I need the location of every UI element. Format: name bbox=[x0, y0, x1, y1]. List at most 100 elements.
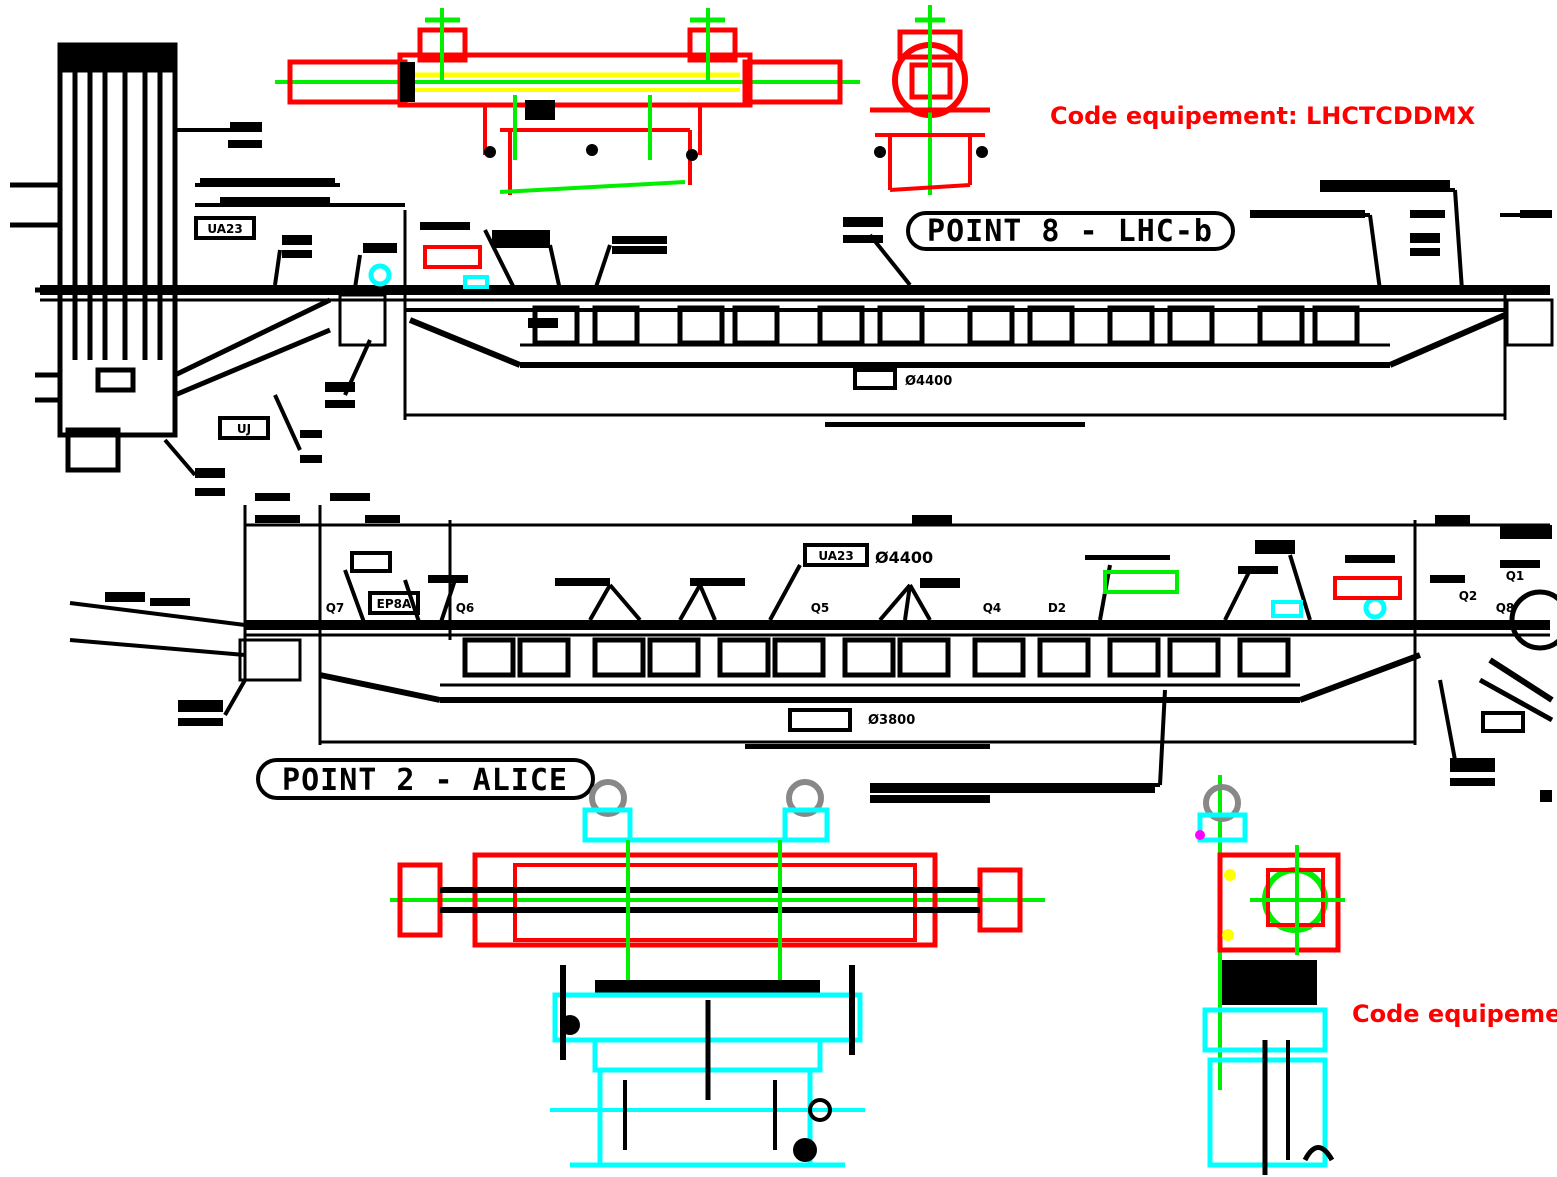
callout-tag-block bbox=[1238, 566, 1278, 574]
callout-tag-block bbox=[1345, 555, 1395, 563]
callout-tag-block bbox=[1410, 248, 1440, 256]
tunnel-segment bbox=[592, 637, 646, 678]
tag-q5: Q5 bbox=[811, 601, 830, 615]
tunnel-segment bbox=[1167, 637, 1221, 678]
tunnel-segment bbox=[1107, 637, 1161, 678]
point8-badge: POINT 8 - LHC-b bbox=[906, 211, 1235, 251]
callout-tag-block bbox=[1255, 540, 1295, 554]
tunnel-segment bbox=[967, 305, 1015, 346]
callout-tag-block bbox=[492, 240, 550, 248]
callout-tag-block bbox=[330, 493, 370, 501]
tunnel-segment bbox=[1312, 305, 1360, 346]
tunnel-supports-point2 bbox=[462, 637, 1291, 678]
tunnel-segment bbox=[462, 637, 516, 678]
tag-ua23b: UA23 bbox=[818, 549, 853, 563]
tunnel-supports-point8 bbox=[532, 305, 1360, 346]
point2-label: POINT 2 - ALICE bbox=[282, 763, 568, 798]
equipment-code-top: Code equipement: LHCTCDDMX bbox=[1050, 102, 1476, 130]
tunnel-segment bbox=[972, 637, 1026, 678]
callout-tag-block bbox=[325, 382, 355, 392]
tunnel-segment bbox=[647, 637, 701, 678]
callout-tag-block bbox=[1320, 180, 1450, 188]
callout-tag-block bbox=[528, 318, 558, 328]
callout-tag-block bbox=[492, 230, 550, 240]
callout-tag-block bbox=[843, 217, 883, 227]
callout-tag-block bbox=[428, 575, 468, 583]
callout-tags bbox=[105, 122, 1552, 803]
collimator-bottom-elevation bbox=[390, 779, 1045, 1168]
callout-tag-block bbox=[282, 235, 312, 245]
callout-tag-block bbox=[195, 468, 225, 478]
callout-tag-block bbox=[363, 243, 397, 253]
callout-tag-block bbox=[1450, 758, 1495, 772]
callout-tag-block bbox=[843, 235, 883, 243]
callout-tag-block bbox=[178, 718, 223, 726]
tag-q2: Q2 bbox=[1459, 589, 1478, 603]
tunnel-segment bbox=[772, 637, 826, 678]
tunnel-segment bbox=[1167, 305, 1215, 346]
tag-q6: Q6 bbox=[456, 601, 475, 615]
tunnel-segment bbox=[1027, 305, 1075, 346]
boxed-tags bbox=[194, 216, 1525, 733]
callout-tag-block bbox=[690, 578, 745, 586]
callout-tag-block bbox=[1430, 575, 1465, 583]
tunnel-segment bbox=[877, 305, 925, 346]
callout-tag-block bbox=[1540, 790, 1552, 802]
callout-tag-block bbox=[365, 515, 400, 523]
callout-tag-block bbox=[1435, 515, 1470, 525]
tunnel-section-point8 bbox=[40, 210, 1554, 420]
callout-tag-block bbox=[255, 515, 300, 523]
callout-tag-block bbox=[1410, 210, 1445, 218]
callout-tag-block bbox=[1085, 555, 1170, 560]
point8-label: POINT 8 - LHC-b bbox=[927, 214, 1213, 249]
callout-tag-block bbox=[912, 515, 952, 525]
callout-tag-block bbox=[1520, 210, 1552, 218]
callout-tag-block bbox=[1250, 210, 1365, 218]
tunnel-segment bbox=[897, 637, 951, 678]
tunnel-segment bbox=[592, 305, 640, 346]
callout-tag-block bbox=[255, 493, 290, 501]
callout-tag-block bbox=[220, 197, 330, 205]
callout-tag-block bbox=[178, 700, 223, 712]
tag-d2: D2 bbox=[1048, 601, 1066, 615]
diameter-bottom: Ø3800 bbox=[868, 713, 915, 728]
callout-tag-block bbox=[1450, 778, 1495, 786]
tag-ua23: UA23 bbox=[207, 222, 242, 236]
tunnel-segment bbox=[517, 637, 571, 678]
callout-tag-block bbox=[1500, 525, 1552, 539]
tunnel-segment bbox=[817, 305, 865, 346]
shaft-structure-left bbox=[10, 42, 178, 473]
point-markers bbox=[368, 245, 1402, 620]
callout-tag-block bbox=[745, 744, 990, 749]
callout-tag-block bbox=[300, 455, 322, 463]
tag-uj: UJ bbox=[237, 422, 251, 436]
tunnel-segment bbox=[717, 637, 771, 678]
tunnel-segment bbox=[1237, 637, 1291, 678]
callout-tag-block bbox=[300, 430, 322, 438]
callout-tag-block bbox=[200, 178, 335, 186]
tag-q8: Q8 bbox=[1496, 601, 1515, 615]
tunnel-segment bbox=[842, 637, 896, 678]
tag-q1: Q1 bbox=[1506, 569, 1525, 583]
callout-tag-block bbox=[555, 578, 610, 586]
callout-tag-block bbox=[1500, 560, 1540, 568]
callout-tag-block bbox=[612, 236, 667, 244]
callout-tag-block bbox=[1410, 233, 1440, 243]
callout-tag-block bbox=[825, 422, 1085, 427]
callout-tag-block bbox=[612, 246, 667, 254]
tunnel-section-point2 bbox=[69, 505, 1557, 745]
tunnel-segment bbox=[1037, 637, 1091, 678]
callout-tag-block bbox=[420, 222, 470, 230]
collimator-top-plan bbox=[275, 8, 860, 195]
callout-tag-block bbox=[325, 400, 355, 408]
callout-tag-block bbox=[920, 578, 960, 588]
equipment-code-bottom: Code equipemen bbox=[1352, 1000, 1557, 1028]
tag-ep8a: EP8A bbox=[377, 597, 412, 611]
tunnel-segment bbox=[1107, 305, 1155, 346]
callout-tag-block bbox=[105, 592, 145, 602]
tag-q7: Q7 bbox=[326, 601, 345, 615]
tunnel-segment bbox=[1257, 305, 1305, 346]
collimator-top-side bbox=[870, 5, 990, 195]
callout-tag-block bbox=[870, 795, 990, 803]
diameter-mid: Ø4400 bbox=[875, 548, 933, 567]
